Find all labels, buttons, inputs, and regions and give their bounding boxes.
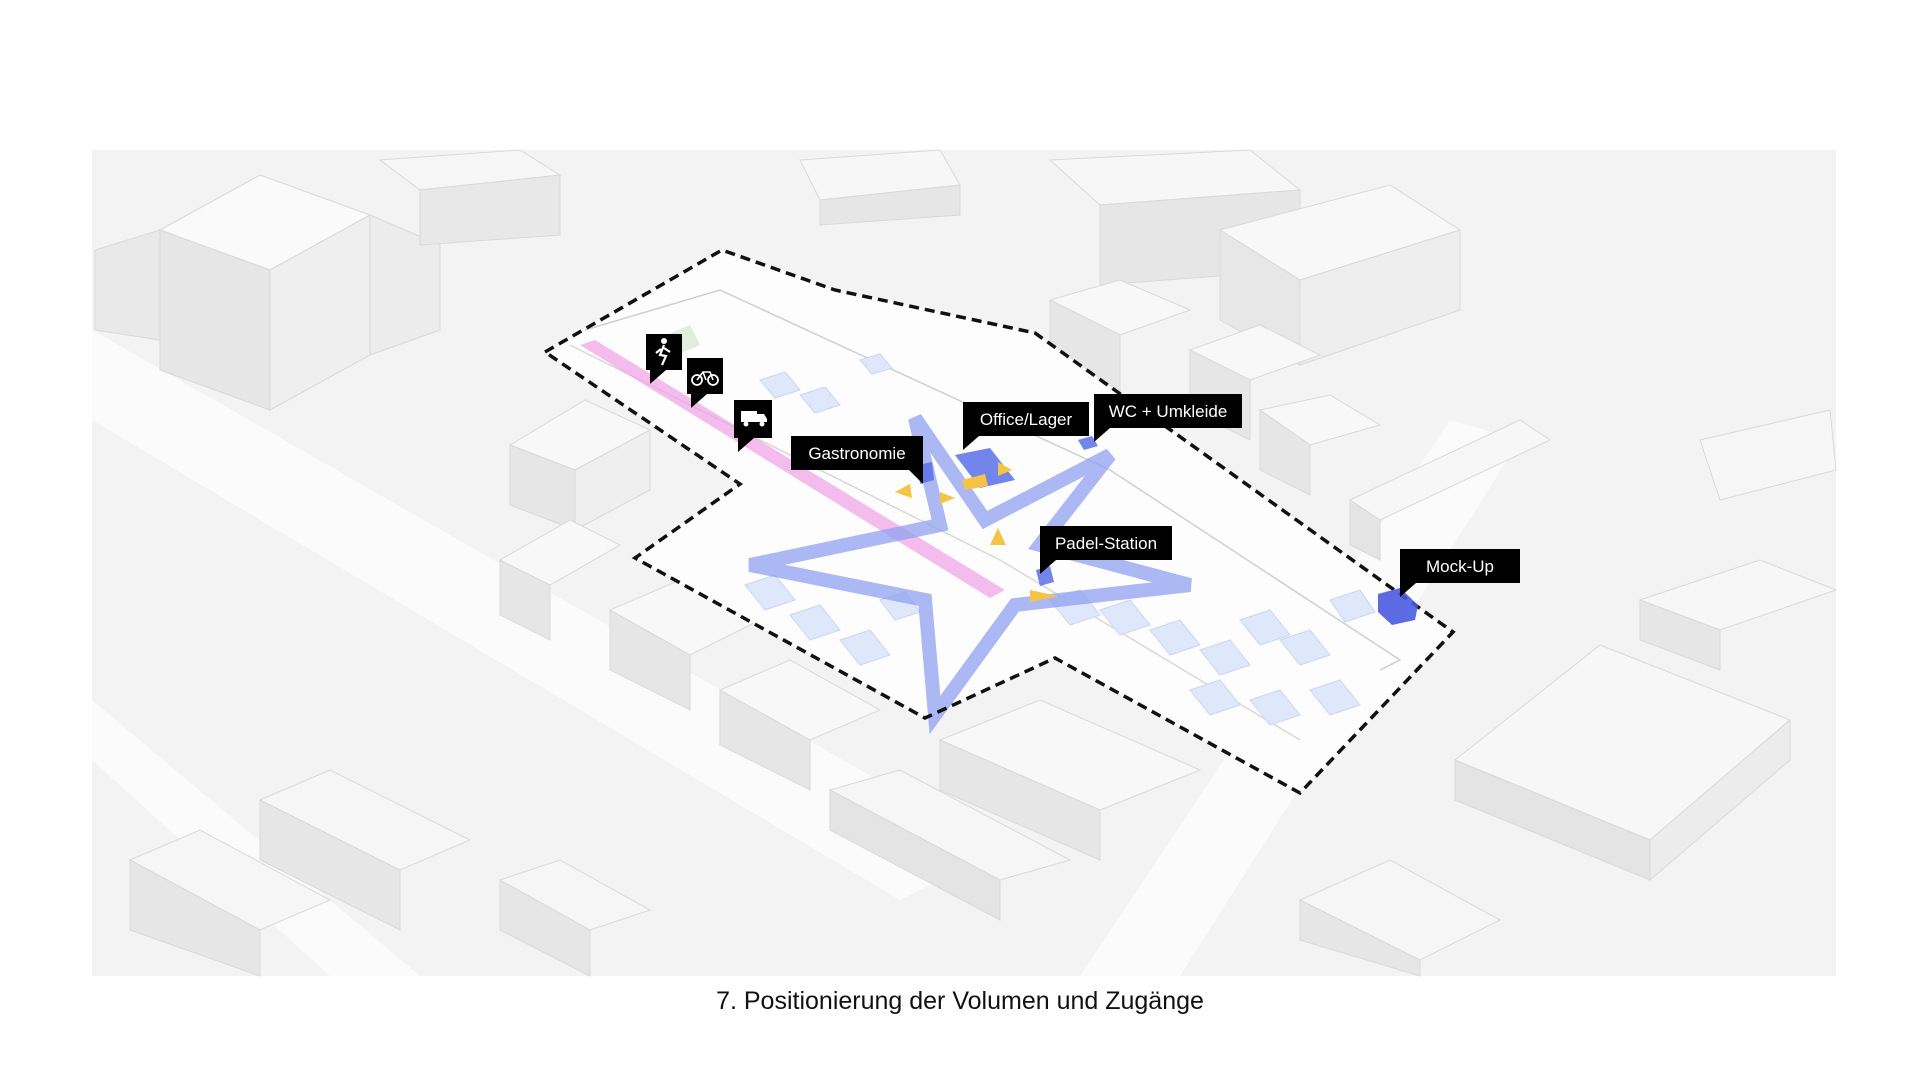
context-buildings <box>94 149 1838 977</box>
star-route <box>748 414 1192 735</box>
court-tiles <box>744 353 1376 726</box>
label-mockup: Mock-Up <box>1400 549 1520 597</box>
mockup-volume <box>1378 588 1418 625</box>
label-office: Office/Lager <box>963 402 1089 450</box>
label-wc-text: WC + Umkleide <box>1109 402 1228 421</box>
label-gastronomie-text: Gastronomie <box>808 444 905 463</box>
label-office-text: Office/Lager <box>980 410 1073 429</box>
figure-caption: 7. Positionierung der Volumen und Zugäng… <box>716 987 1204 1015</box>
label-mockup-text: Mock-Up <box>1426 557 1494 576</box>
wc-volume-2 <box>1078 436 1098 450</box>
entry-arrows <box>895 462 1058 602</box>
label-padel-text: Padel-Station <box>1055 534 1157 553</box>
office-volume <box>955 448 1015 488</box>
bicycle-icon <box>687 358 723 408</box>
site-boundary <box>541 248 1456 796</box>
pedestrian-icon <box>646 334 682 384</box>
label-gastronomie: Gastronomie <box>791 436 923 484</box>
truck-icon <box>734 400 772 452</box>
label-padel: Padel-Station <box>1040 526 1172 574</box>
label-wc: WC + Umkleide <box>1094 394 1242 442</box>
